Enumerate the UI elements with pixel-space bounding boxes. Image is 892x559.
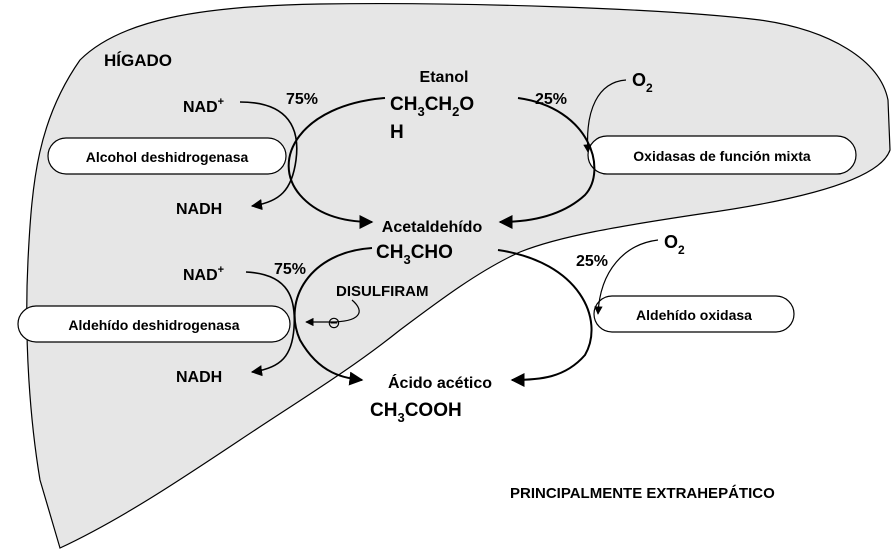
disulfiram-label: DISULFIRAM: [336, 283, 429, 300]
step1-oxidase-percent: 25%: [535, 91, 567, 108]
step2-aldh-percent: 75%: [274, 261, 306, 278]
svg-text:Oxidasas de función mixta: Oxidasas de función mixta: [633, 148, 811, 164]
o2-step2-arrow: [594, 239, 659, 315]
inhibition-symbol: ⊖: [327, 315, 340, 332]
mixed-function-oxidases-enzyme: Oxidasas de función mixta: [587, 135, 857, 175]
acetaldehyde-name: Acetaldehído: [382, 219, 483, 236]
arrow-acetaldehyde-to-acetic-right: [497, 249, 593, 387]
o2-step1-arrow: [583, 79, 627, 153]
liver-label: HÍGADO: [104, 51, 172, 70]
arrow-ethanol-to-acetaldehyde-right: [498, 97, 596, 229]
o2-step1-label: O2: [632, 70, 653, 95]
ethanol-formula-h: H: [390, 122, 404, 143]
aldehyde-oxidase-enzyme: Aldehído oxidasa: [593, 295, 795, 333]
ethanol-name: Etanol: [420, 69, 469, 86]
step1-adh-percent: 75%: [286, 91, 318, 108]
svg-text:Alcohol deshidrogenasa: Alcohol deshidrogenasa: [86, 149, 249, 165]
o2-step2-label: O2: [664, 232, 685, 257]
step2-oxidase-percent: 25%: [576, 253, 608, 270]
nadh-step2-label: NADH: [176, 369, 222, 386]
arrow-ethanol-to-acetaldehyde-left: [287, 97, 386, 229]
arrow-acetaldehyde-to-acetic-left: [293, 247, 373, 386]
ethanol-formula: CH3CH2O: [390, 94, 474, 119]
nad-step1-label: NAD+: [183, 96, 224, 116]
acetic-acid-name: Ácido acético: [388, 373, 492, 392]
svg-text:Aldehído oxidasa: Aldehído oxidasa: [636, 307, 752, 323]
acetaldehyde-formula: CH3CHO: [376, 242, 453, 267]
nadh-step1-label: NADH: [176, 201, 222, 218]
disulfiram-inhibition-arrow: [305, 299, 360, 327]
svg-text:Aldehído deshidrogenasa: Aldehído deshidrogenasa: [68, 317, 239, 333]
nad-step2-label: NAD+: [183, 264, 224, 284]
nad-to-nadh-step1: [239, 101, 298, 211]
nad-to-nadh-step2: [245, 271, 296, 377]
extrahepatic-label: PRINCIPALMENTE EXTRAHEPÁTICO: [510, 485, 775, 502]
acetic-acid-formula: CH3COOH: [370, 400, 462, 425]
adh-enzyme: Alcohol deshidrogenasa: [47, 137, 287, 175]
aldh-enzyme: Aldehído deshidrogenasa: [17, 305, 291, 343]
